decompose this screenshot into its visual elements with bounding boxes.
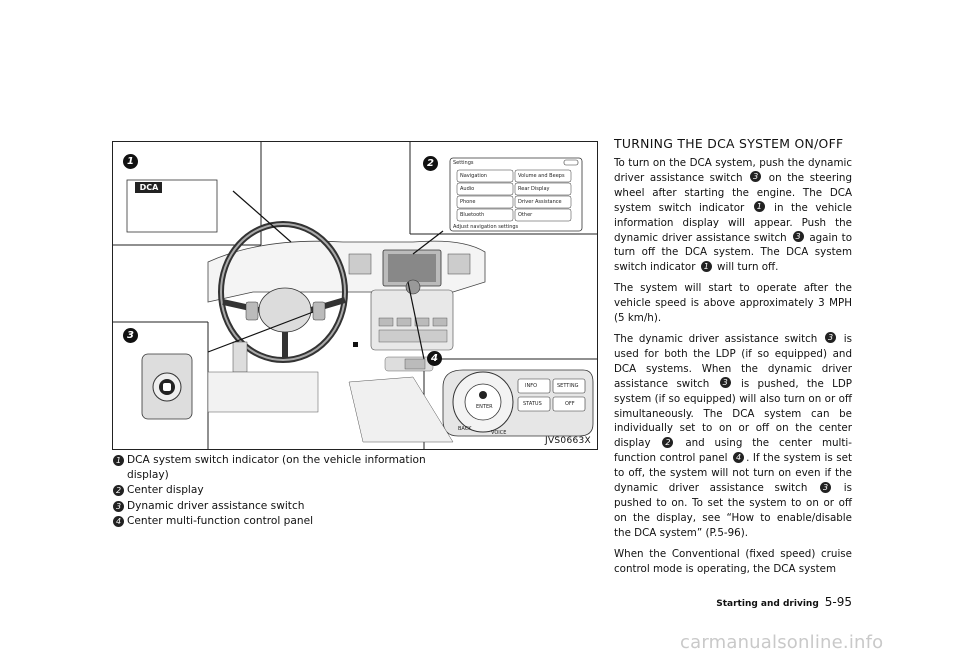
legend-item: 4 Center multi-function control panel [113, 514, 453, 529]
text: To turn on the DCA system, push the dyna… [614, 157, 852, 184]
text: is used for both the LDP (if so equipped… [614, 332, 852, 390]
text: in the vehicle information display will … [614, 201, 852, 244]
page-number: 5-95 [824, 595, 852, 609]
callout-2-icon: 2 [423, 156, 438, 171]
paragraph: The dynamic driver assistance switch 3 i… [614, 332, 852, 541]
screen-item: Navigation [460, 173, 487, 179]
screen-item: Bluetooth [460, 212, 485, 218]
panel-setting-label: SETTING [557, 383, 579, 389]
callout-3-icon: 3 [820, 481, 832, 493]
page-footer: Starting and driving 5-95 [700, 591, 852, 610]
screen-item: Other [518, 212, 533, 218]
callout-3-icon: 3 [123, 328, 138, 343]
section-body: TURNING THE DCA SYSTEM ON/OFF To turn on… [614, 136, 852, 582]
text: The dynamic driver assistance switch [614, 332, 818, 345]
callout-3-icon: 3 [113, 500, 124, 512]
callout-1-icon: 1 [753, 201, 765, 213]
callout-1-icon: 1 [113, 455, 124, 466]
screen-item: Volume and Beeps [518, 173, 565, 179]
dca-figure: 1 2 3 4 DCA Settings Navigation Volume a… [112, 141, 598, 450]
callout-1-icon: 1 [123, 154, 138, 169]
legend-item: 3 Dynamic driver assistance switch [113, 499, 453, 514]
section-heading: TURNING THE DCA SYSTEM ON/OFF [614, 136, 844, 151]
screen-item: Phone [460, 199, 476, 205]
legend-text: Center display [127, 484, 204, 497]
callout-3-icon: 3 [825, 332, 837, 344]
panel-back-label: BACK [458, 426, 472, 432]
callout-4-icon: 4 [113, 515, 124, 527]
panel-info-label: INFO [525, 383, 538, 389]
legend-text: DCA system switch indicator (on the vehi… [127, 454, 426, 482]
screen-footer: Adjust navigation settings [453, 224, 519, 230]
panel-voice-label: VOICE [491, 430, 507, 436]
figure-code: JVS0663X [545, 436, 591, 446]
paragraph: To turn on the DCA system, push the dyna… [614, 156, 852, 275]
text: again to turn off the DCA system. The DC… [614, 231, 852, 274]
legend-text: Center multi-function control panel [127, 514, 314, 527]
callout-3-icon: 3 [719, 377, 731, 389]
paragraph: When the Conventional (fixed speed) crui… [614, 547, 852, 575]
panel-enter-label: ENTER [476, 404, 493, 410]
watermark: carmanualsonline.info [680, 632, 884, 653]
callout-3-icon: 3 [792, 231, 804, 243]
callout-1-icon: 1 [700, 260, 712, 272]
callout-2-icon: 2 [662, 436, 674, 448]
figure-legend: 1 DCA system switch indicator (on the ve… [113, 453, 453, 529]
footer-section: Starting and driving [716, 599, 819, 609]
paragraph: The system will start to operate after t… [614, 282, 852, 325]
screen-item: Rear Display [518, 186, 550, 192]
text: and using the center multi-function cont… [614, 437, 853, 465]
callout-4-icon: 4 [427, 351, 442, 366]
text: is pushed, the LDP system (if so equippe… [614, 377, 852, 450]
legend-text: Dynamic driver assistance switch [127, 499, 305, 512]
text: on the steering wheel after starting the… [614, 171, 852, 214]
callout-2-icon: 2 [113, 485, 124, 497]
screen-title: Settings [453, 160, 474, 166]
dashboard-illustration [113, 142, 597, 449]
screen-item: Audio [460, 186, 475, 192]
legend-item: 2 Center display [113, 483, 453, 498]
screen-item: Driver Assistance [518, 199, 562, 205]
panel-off-label: OFF [565, 401, 575, 407]
legend-item: 1 DCA system switch indicator (on the ve… [113, 453, 453, 483]
text: . If the system is set to off, the syste… [614, 452, 852, 495]
callout-4-icon: 4 [733, 451, 745, 463]
dca-indicator-label: DCA [139, 183, 159, 192]
text: is pushed to on. To set the system to on… [614, 482, 852, 539]
panel-status-label: STATUS [523, 401, 542, 407]
text: will turn off. [717, 261, 779, 274]
callout-3-icon: 3 [750, 171, 762, 183]
